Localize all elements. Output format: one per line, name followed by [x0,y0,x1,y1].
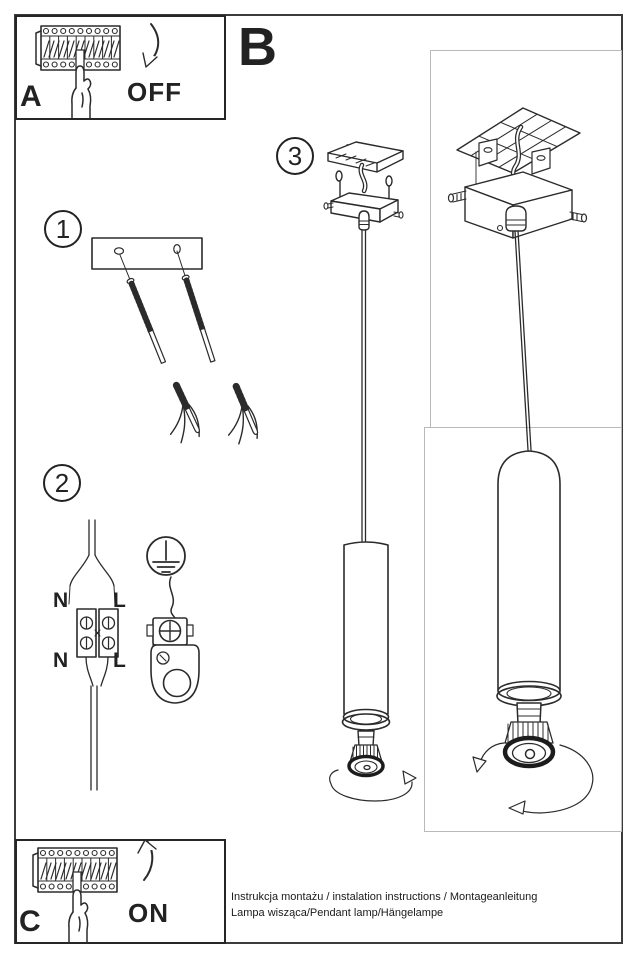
panel-a-power-off [15,15,226,120]
step-number-1: 1 [44,210,82,248]
panel-c-letter: C [19,905,41,938]
step-1-text: 1 [55,213,71,244]
detail-box-lamp [424,427,622,832]
wire-label-l-bottom: L [113,649,126,672]
step-number-3: 3 [276,137,314,175]
wire-label-l-top: L [113,589,126,612]
wire-label-n-top: N [53,589,69,612]
panel-c-power-on [15,839,226,944]
footer-line-1: Instrukcja montażu / instalation instruc… [231,891,538,903]
step-2-text: 2 [54,467,70,498]
step-3-text: 3 [287,140,303,171]
panel-b-letter: B [238,17,277,77]
off-label: OFF [127,77,182,107]
on-label: ON [128,898,169,928]
step-number-2: 2 [43,464,81,502]
footer-caption: Instrukcja montażu / instalation instruc… [231,889,537,921]
wire-label-n-bottom: N [53,649,69,672]
page-frame [14,14,623,944]
panel-a-letter: A [20,80,42,113]
detail-box-canopy [430,50,622,428]
footer-line-2: Lampa wisząca/Pendant lamp/Hängelampe [231,907,444,919]
